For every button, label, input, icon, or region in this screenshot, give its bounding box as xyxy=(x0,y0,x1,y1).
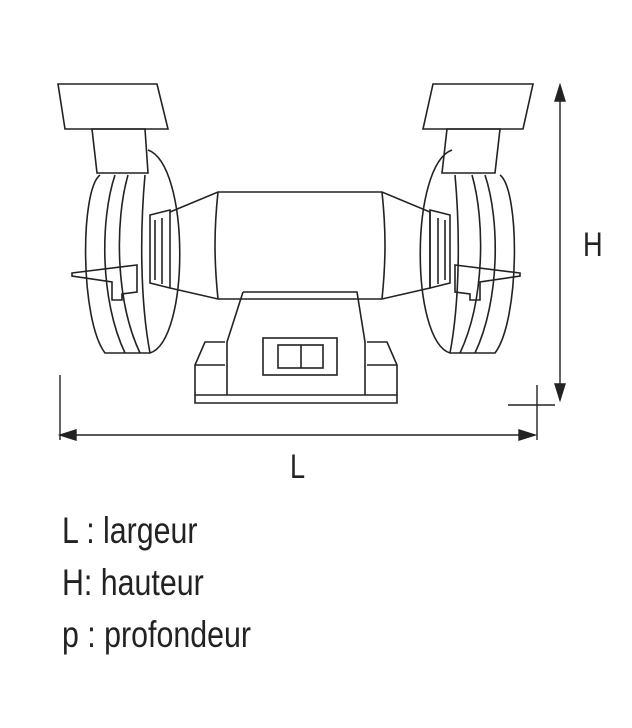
legend-item-profondeur: p : profondeur xyxy=(62,614,251,656)
legend-meaning: hauteur xyxy=(100,562,204,603)
legend-separator: : xyxy=(87,614,96,655)
height-label: H xyxy=(583,226,603,264)
width-dimension-line xyxy=(57,375,555,441)
width-label: L xyxy=(290,448,306,486)
switch-panel xyxy=(262,337,338,376)
height-dimension-line xyxy=(554,82,566,403)
legend-meaning: profondeur xyxy=(104,614,251,655)
motor-housing xyxy=(169,191,431,300)
legend-symbol: L xyxy=(62,510,78,551)
legend-item-hauteur: H: hauteur xyxy=(62,562,204,604)
base-pedestal xyxy=(194,291,398,404)
legend-meaning: largeur xyxy=(103,510,198,551)
left-wheel-assembly xyxy=(57,83,181,354)
legend-symbol: H xyxy=(62,562,84,603)
legend-separator: : xyxy=(83,562,93,603)
legend-item-largeur: L : largeur xyxy=(62,510,198,552)
legend-symbol: p xyxy=(62,614,79,655)
right-wheel-assembly xyxy=(419,83,534,354)
legend-separator: : xyxy=(86,510,95,551)
